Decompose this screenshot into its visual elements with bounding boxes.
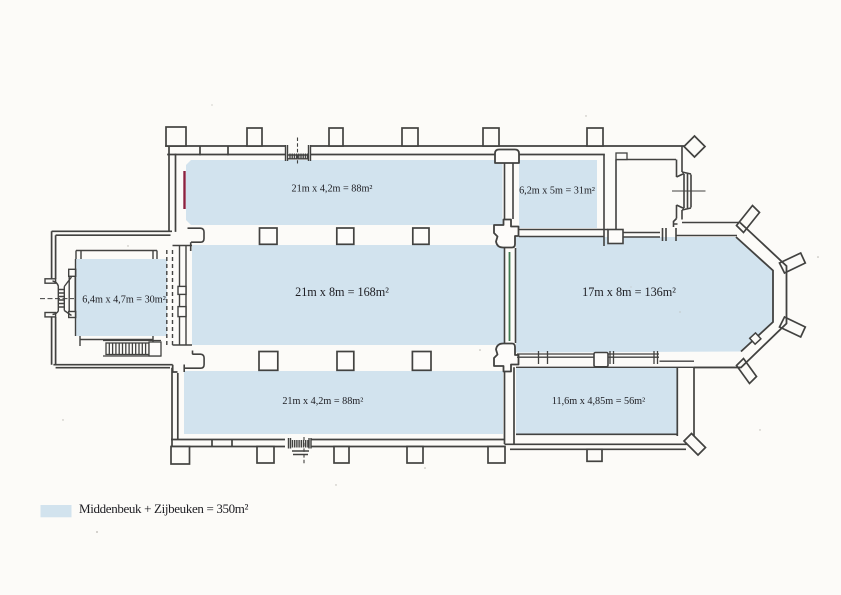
svg-text:17m x 8m = 136m²: 17m x 8m = 136m² xyxy=(582,285,676,299)
svg-text:21m x 4,2m = 88m²: 21m x 4,2m = 88m² xyxy=(282,396,363,407)
svg-text:21m x 4,2m = 88m²: 21m x 4,2m = 88m² xyxy=(292,184,373,195)
svg-text:11,6m x 4,85m = 56m²: 11,6m x 4,85m = 56m² xyxy=(552,396,645,407)
svg-text:Middenbeuk + Zijbeuken = 350m²: Middenbeuk + Zijbeuken = 350m² xyxy=(79,501,249,516)
svg-text:21m x 8m = 168m²: 21m x 8m = 168m² xyxy=(295,285,389,299)
svg-text:6,2m x 5m = 31m²: 6,2m x 5m = 31m² xyxy=(519,186,595,197)
svg-text:6,4m x 4,7m = 30m²: 6,4m x 4,7m = 30m² xyxy=(82,295,166,306)
